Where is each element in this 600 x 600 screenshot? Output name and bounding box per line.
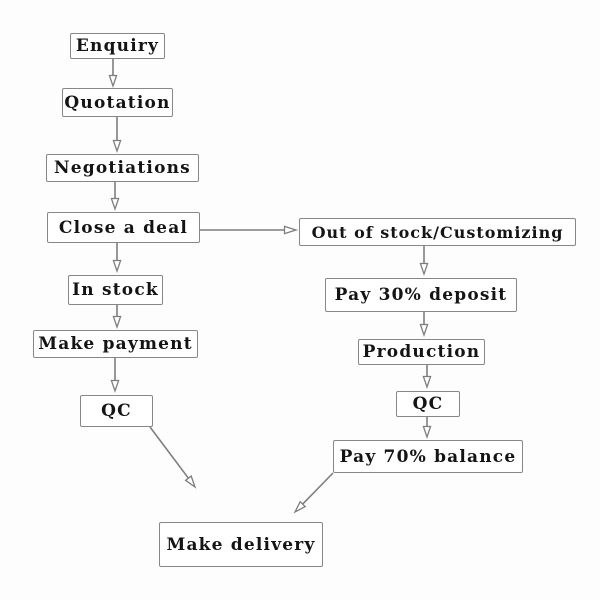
node-label: Negotiations: [54, 158, 191, 178]
node-label: Out of stock/Customizing: [311, 222, 564, 242]
diagonal-arrowhead-icon: [293, 500, 307, 514]
down-arrowhead-icon: [419, 262, 429, 277]
node-in-stock: In stock: [68, 275, 163, 305]
edge-make-payment-qc: [110, 358, 120, 394]
edge-line: [149, 426, 190, 479]
edge-production-qc: [422, 365, 432, 390]
edge-close-deal-out-of-stock: [200, 225, 299, 235]
node-label: Pay 70% balance: [339, 446, 517, 467]
down-arrowhead-icon: [422, 425, 432, 440]
down-arrowhead-icon: [422, 375, 432, 390]
node-label: QC: [412, 394, 444, 414]
node-label: In stock: [72, 280, 159, 300]
node-label: Make delivery: [166, 534, 316, 555]
node-label: Production: [362, 342, 481, 362]
diagonal-arrowhead-icon: [184, 475, 197, 489]
edge-line: [302, 472, 334, 505]
node-pay-70-balance: Pay 70% balance: [333, 440, 523, 473]
down-arrowhead-icon: [419, 323, 429, 338]
edge-close-deal-in-stock: [112, 243, 122, 274]
node-make-payment: Make payment: [33, 330, 198, 358]
node-label: Enquiry: [75, 36, 160, 56]
down-arrowhead-icon: [110, 197, 120, 212]
down-arrowhead-icon: [110, 379, 120, 394]
node-make-delivery: Make delivery: [159, 522, 323, 567]
node-close-a-deal: Close a deal: [47, 212, 200, 243]
down-arrowhead-icon: [112, 315, 122, 330]
node-out-of-stock-customizing: Out of stock/Customizing: [299, 218, 576, 246]
edge-qc-pay-balance: [422, 417, 432, 440]
node-negotiations: Negotiations: [46, 154, 199, 182]
edge-in-stock-make-payment: [112, 305, 122, 330]
down-arrowhead-icon: [112, 259, 122, 274]
edge-negotiations-close-deal: [110, 182, 120, 212]
node-enquiry: Enquiry: [70, 33, 165, 59]
node-label: Quotation: [64, 92, 171, 113]
edge-qc-make-delivery: [149, 426, 197, 489]
node-quotation: Quotation: [62, 88, 173, 117]
edge-out-of-stock-pay-deposit: [419, 246, 429, 277]
edge-quotation-negotiations: [112, 117, 122, 154]
down-arrowhead-icon: [112, 139, 122, 154]
node-qc-right: QC: [396, 391, 460, 417]
node-pay-30-deposit: Pay 30% deposit: [325, 278, 517, 312]
node-label: Close a deal: [58, 217, 189, 238]
node-qc-left: QC: [80, 395, 153, 427]
node-label: Pay 30% deposit: [334, 285, 508, 305]
down-arrowhead-icon: [108, 74, 118, 89]
right-arrowhead-icon: [283, 225, 299, 235]
edge-pay-deposit-production: [419, 312, 429, 338]
node-label: Make payment: [38, 334, 193, 354]
edge-enquiry-quotation: [108, 59, 118, 89]
node-production: Production: [358, 339, 485, 365]
node-label: QC: [101, 401, 132, 421]
edge-pay-balance-make-delivery: [293, 472, 334, 514]
